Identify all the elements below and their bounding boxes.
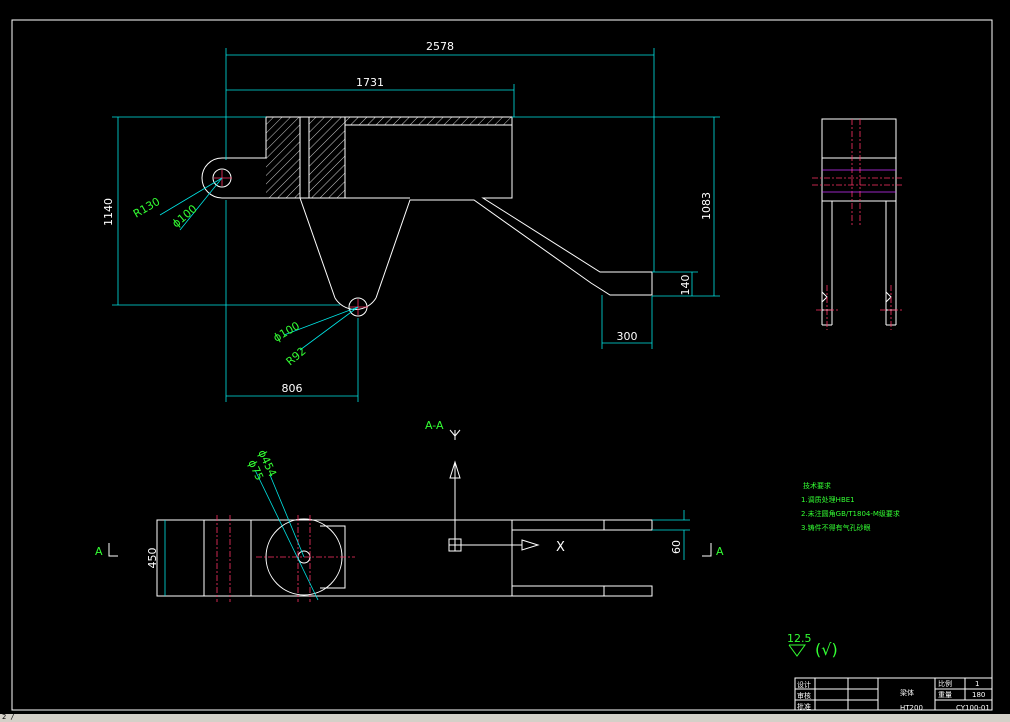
dim-2578: 2578 [426,40,454,53]
notes-line3: 3.铸件不得有气孔砂眼 [801,523,871,532]
status-bar: 2 / [0,713,1010,722]
dim-1731: 1731 [356,76,384,89]
side-view [812,118,904,330]
bottom-lug [334,297,377,310]
dim-140: 140 [679,275,692,296]
roughness-symbol-text: (√) [815,640,838,659]
technical-notes: 技术要求 1.调质处理HBE1 2.未注圆角GB/T1804-M级要求 3.铸件… [801,481,900,532]
main-view-dimensions [112,48,720,402]
roughness-symbol: 12.5 (√) [787,632,838,659]
dim-1083: 1083 [700,192,713,220]
notes-line2: 2.未注圆角GB/T1804-M级要求 [801,509,900,518]
tb-drawing-no: CY100-01 [956,704,990,712]
roughness-value: 12.5 [787,632,812,645]
tb-material: HT200 [900,704,923,712]
dim-60: 60 [670,540,683,554]
dim-300: 300 [617,330,638,343]
tb-scale-label: 比例 [938,679,952,688]
tb-part-name: 梁体 [900,688,914,697]
tb-sheet-label: 重量 [938,691,952,699]
dim-1140: 1140 [102,198,115,226]
notes-line1: 1.调质处理HBE1 [801,495,855,504]
hatch-section-left [266,117,300,198]
title-block: 设计 审核 批准 梁体 HT200 比例 1 重量 180 CY100-01 [797,679,990,712]
tb-row3: 批准 [797,702,811,711]
section-mark-left: A [95,543,118,558]
section-label: A-A [425,419,444,432]
tb-sheet-value: 180 [972,691,985,699]
dim-phi100-bottom: ϕ100 [271,319,302,344]
dim-r92: R92 [284,344,309,368]
svg-text:A: A [95,545,103,558]
dim-r130: R130 [131,195,162,221]
drawing-frame [11,19,993,711]
dim-806: 806 [282,382,303,395]
notes-title: 技术要求 [803,481,831,490]
hatch-section-top [345,117,512,125]
tb-row2: 审核 [797,691,811,700]
tb-scale-value: 1 [975,680,979,688]
status-text: 2 / [2,713,15,721]
section-mark-right: A [702,543,724,558]
section-view: ϕ454 ϕ75 450 60 A-A X Y [146,419,690,602]
dim-450: 450 [146,548,159,569]
svg-text:A: A [716,545,724,558]
axis-x-label: X [556,540,565,555]
coordinate-axes [448,429,540,552]
tb-row1: 设计 [797,680,811,689]
main-view: 2578 1731 1140 R130 ϕ100 1083 140 300 ϕ1… [102,40,720,402]
hatch-section-mid [309,117,345,198]
